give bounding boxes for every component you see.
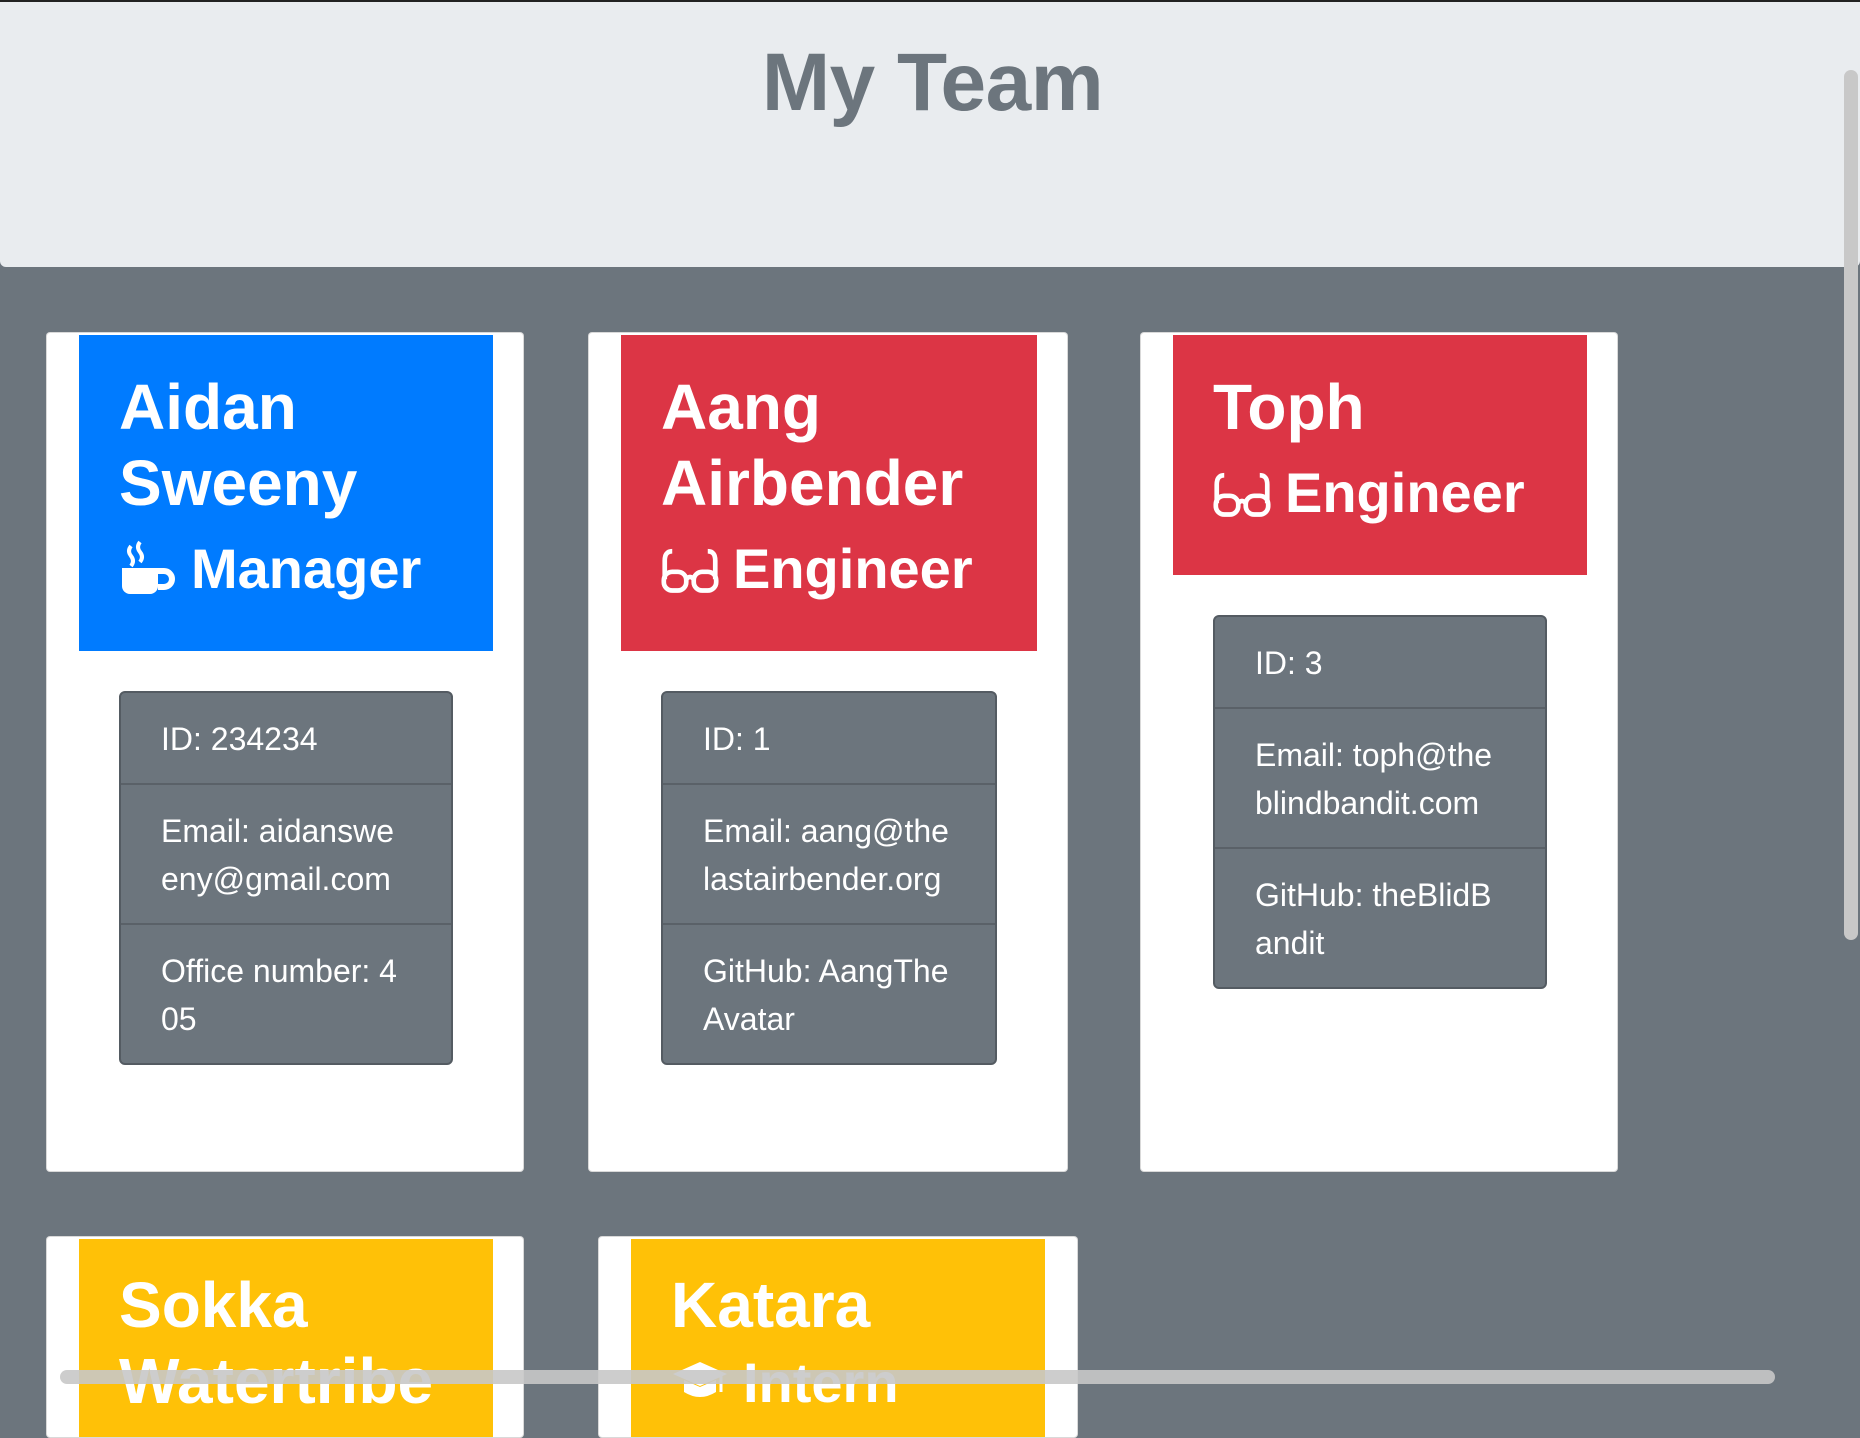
employee-id: ID: 234234 <box>121 693 451 785</box>
card-header: Katara Intern <box>631 1239 1045 1437</box>
employee-info-list: ID: 1 Email: aang@thelastairbender.org G… <box>661 691 997 1065</box>
employee-email[interactable]: Email: aang@thelastairbender.org <box>663 785 995 925</box>
employee-role: Engineer <box>661 533 1037 605</box>
glasses-icon <box>1213 464 1271 522</box>
jumbotron-header: My Team <box>0 2 1860 267</box>
horizontal-scrollbar[interactable] <box>60 1370 1775 1384</box>
employee-role: Engineer <box>1213 457 1587 529</box>
card-header: Sokka Watertribe <box>79 1239 493 1437</box>
top-border <box>0 0 1860 2</box>
page-title: My Team <box>761 37 1104 128</box>
employee-github[interactable]: GitHub: AangTheAvatar <box>703 953 949 1037</box>
card-header: Aidan Sweeny Manager <box>79 335 493 651</box>
vertical-scrollbar[interactable] <box>1844 70 1858 940</box>
employee-id: ID: 1 <box>663 693 995 785</box>
mug-icon <box>119 540 177 598</box>
employee-github[interactable]: GitHub: theBlidBandit <box>1255 877 1492 961</box>
employee-info-list: ID: 234234 Email: aidansweeny@gmail.com … <box>119 691 453 1065</box>
employee-name: Aang Airbender <box>661 371 964 519</box>
role-label: Engineer <box>1285 461 1525 524</box>
role-label: Engineer <box>733 537 973 600</box>
employee-email[interactable]: Email: aidansweeny@gmail.com <box>121 785 451 925</box>
employee-card-intern: Sokka Watertribe <box>46 1236 524 1438</box>
employee-name: Aidan Sweeny <box>119 371 358 519</box>
card-header: Toph Engineer <box>1173 335 1587 575</box>
employee-name: Sokka Watertribe <box>119 1269 433 1417</box>
glasses-icon <box>661 540 719 598</box>
card-header: Aang Airbender Engineer <box>621 335 1037 651</box>
employee-email[interactable]: Email: toph@theblindbandit.com <box>1215 709 1545 849</box>
employee-card-manager: Aidan Sweeny Manager ID: 234234 Email: a… <box>46 332 524 1172</box>
employee-office-number: Office number: 405 <box>161 953 397 1037</box>
employee-card-engineer: Toph Engineer ID: 3 Email: toph@theblind… <box>1140 332 1618 1172</box>
employee-name: Toph <box>1213 371 1365 443</box>
role-label: Manager <box>191 537 422 600</box>
employee-info-list: ID: 3 Email: toph@theblindbandit.com Git… <box>1213 615 1547 989</box>
employee-id: ID: 3 <box>1215 617 1545 709</box>
employee-card-intern: Katara Intern <box>598 1236 1078 1438</box>
employee-name: Katara <box>671 1269 871 1341</box>
employee-role: Manager <box>119 533 493 605</box>
employee-card-engineer: Aang Airbender Engineer ID: 1 Email: aan… <box>588 332 1068 1172</box>
